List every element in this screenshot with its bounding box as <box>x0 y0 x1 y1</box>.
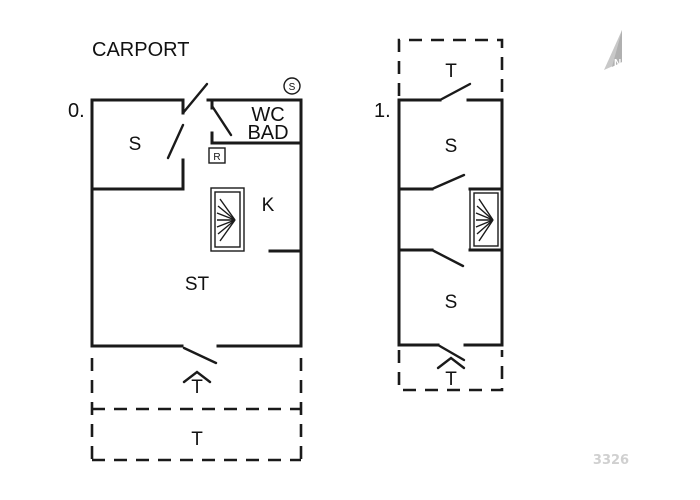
room-bedroom-0: S <box>129 134 142 155</box>
room-bedroom-1a: S <box>445 136 458 157</box>
balcony-outline <box>397 350 504 392</box>
balcony-outline <box>397 38 504 96</box>
north-label: N <box>614 58 621 69</box>
r-mark-box <box>208 147 226 164</box>
carport-label: CARPORT <box>92 39 189 61</box>
room-terrace-0b: T <box>191 429 203 450</box>
room-terrace-1a: T <box>445 61 457 82</box>
room-wc: WC <box>251 104 284 126</box>
staircase <box>469 188 503 251</box>
entrance-arrow-icon <box>182 370 212 384</box>
staircase <box>210 187 245 252</box>
room-kitchen: K <box>262 195 275 216</box>
floor-0-label: 0. <box>68 100 85 122</box>
room-terrace-0a: T <box>191 377 203 398</box>
door-swing <box>436 343 466 362</box>
room-terrace-1b: T <box>445 369 457 390</box>
sauna-mark-circle <box>283 77 301 95</box>
room-living: ST <box>185 274 210 295</box>
door-swing <box>182 346 218 365</box>
door-swing <box>166 123 185 160</box>
ground-floor-plan: R S <box>90 77 303 462</box>
room-bedroom-1b: S <box>445 292 458 313</box>
door-swing <box>210 104 233 137</box>
entrance-arrow-icon <box>436 356 466 370</box>
floor-1-label: 1. <box>374 100 391 122</box>
door-swing <box>181 82 209 115</box>
first-floor-plan <box>397 38 504 392</box>
door-swing <box>438 82 472 102</box>
door-swing <box>430 248 465 268</box>
door-swing <box>430 173 466 191</box>
room-bathroom: BAD <box>247 122 288 144</box>
plan-code: 3326 <box>593 453 629 468</box>
north-arrow-icon: N <box>604 30 622 70</box>
r-mark: R <box>213 152 220 163</box>
sauna-mark: S <box>289 82 296 93</box>
